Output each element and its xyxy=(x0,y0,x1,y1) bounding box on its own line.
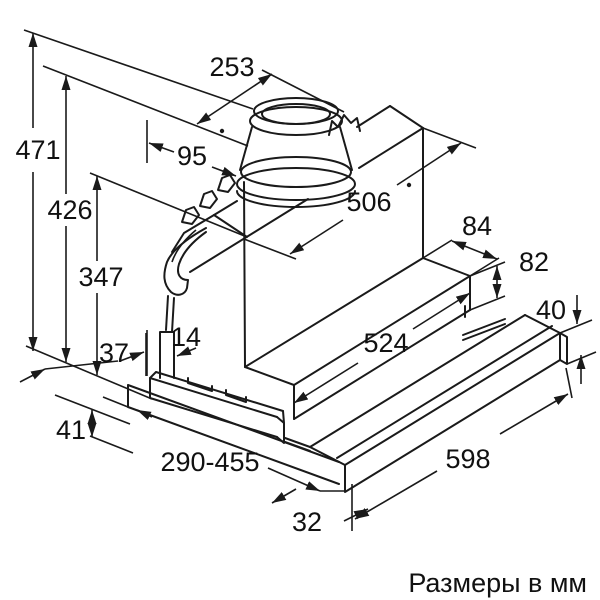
duct-collar-icon xyxy=(236,97,356,208)
slide-bracket xyxy=(159,331,175,379)
dim-label-524: 524 xyxy=(363,328,408,358)
dim-label-37: 37 xyxy=(99,338,129,368)
dim-label-471: 471 xyxy=(15,135,60,165)
units-caption: Размеры в мм xyxy=(408,568,587,598)
dimension-annotations: 253 471 426 347 95 506 84 82 4 xyxy=(15,29,597,537)
dim-label-253: 253 xyxy=(209,52,254,82)
dim-label-14: 14 xyxy=(171,322,201,352)
dim-label-506: 506 xyxy=(346,187,391,217)
spring-clip-icon xyxy=(328,114,361,136)
lower-housing xyxy=(244,257,471,420)
mounting-hooks-icon xyxy=(163,174,236,333)
dim-label-41: 41 xyxy=(56,415,86,445)
dim-label-347: 347 xyxy=(78,262,123,292)
dim-label-84: 84 xyxy=(462,211,492,241)
hood-body-top xyxy=(189,105,424,273)
dim-label-426: 426 xyxy=(47,195,92,225)
dim-label-32: 32 xyxy=(292,507,322,537)
hood-body xyxy=(243,127,424,368)
dim-label-598: 598 xyxy=(445,444,490,474)
dim-label-82: 82 xyxy=(519,247,549,277)
dim-label-40: 40 xyxy=(536,295,566,325)
bottom-frame xyxy=(309,305,568,493)
dim-label-290-455: 290-455 xyxy=(160,447,259,477)
dim-label-95: 95 xyxy=(177,141,207,171)
